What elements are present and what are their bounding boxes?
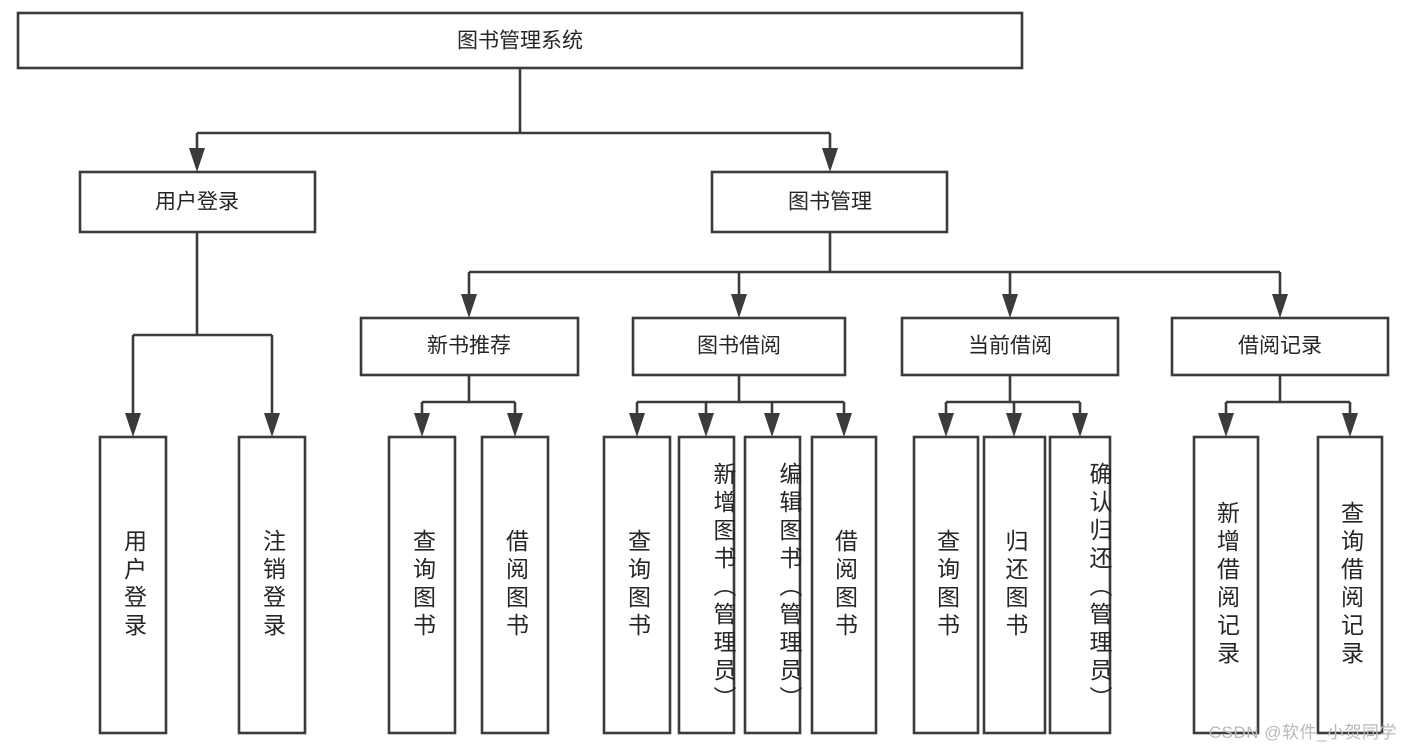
connector-borrow-to-leaves [629, 375, 852, 437]
node-book-management[interactable]: 图书管理 [710, 170, 949, 234]
leaf-box-query-book-3[interactable] [912, 435, 980, 735]
connector-root-to-level1 [189, 68, 838, 172]
node-user-login[interactable]: 用户登录 [78, 170, 317, 234]
node-current-borrow[interactable]: 当前借阅 [900, 316, 1120, 377]
leaf-box-add-record[interactable] [1192, 435, 1260, 735]
node-borrow-record-label: 借阅记录 [1238, 335, 1322, 358]
leaf-box-query-book-2[interactable] [602, 435, 672, 735]
leaf-box-return-book[interactable] [982, 435, 1047, 735]
leaf-box-query-record[interactable] [1316, 435, 1384, 735]
node-user-login-label: 用户登录 [155, 191, 239, 214]
node-borrow-record[interactable]: 借阅记录 [1170, 316, 1390, 377]
node-book-borrow[interactable]: 图书借阅 [631, 316, 847, 377]
leaf-box-borrow-book-2[interactable] [810, 435, 878, 735]
csdn-watermark: CSDN @软件_小贺同学 [1208, 723, 1397, 742]
connector-record-to-leaves [1218, 375, 1358, 437]
connector-user-login-to-leaves [125, 232, 280, 437]
node-root-label: 图书管理系统 [457, 30, 583, 53]
connector-newbook-to-leaves [414, 375, 523, 437]
node-root[interactable]: 图书管理系统 [16, 11, 1024, 70]
node-book-management-label: 图书管理 [788, 191, 872, 214]
leaf-box-logout[interactable] [237, 435, 307, 735]
leaf-box-borrow-book-1[interactable] [480, 435, 550, 735]
node-book-borrow-label: 图书借阅 [697, 335, 781, 358]
leaf-box-add-book-admin[interactable] [677, 435, 736, 735]
leaf-box-edit-book-admin[interactable] [743, 435, 802, 735]
leaf-boxes [98, 435, 1384, 735]
connector-book-mgmt-to-level2 [461, 232, 1288, 318]
node-current-borrow-label: 当前借阅 [968, 335, 1052, 358]
leaf-box-query-book-1[interactable] [387, 435, 457, 735]
node-new-book-recommend-label: 新书推荐 [427, 335, 511, 358]
node-new-book-recommend[interactable]: 新书推荐 [359, 316, 580, 377]
leaf-box-user-login[interactable] [98, 435, 168, 735]
connector-current-to-leaves [938, 375, 1088, 437]
leaf-box-confirm-return[interactable] [1048, 435, 1112, 735]
